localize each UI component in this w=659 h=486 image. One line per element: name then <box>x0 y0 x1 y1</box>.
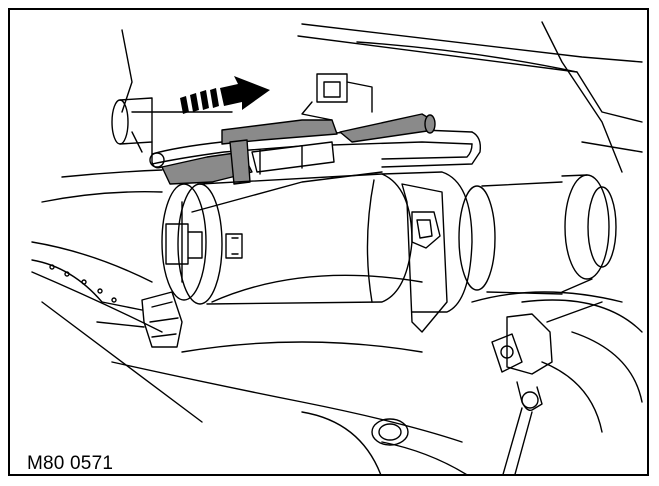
lower-bolt <box>371 418 409 446</box>
top-bracket <box>301 73 373 121</box>
hoses <box>161 113 436 185</box>
body-structure <box>31 21 643 474</box>
solenoid-body <box>366 171 563 333</box>
illustration-frame: M80 0571 <box>8 8 649 476</box>
figure-code: M80 0571 <box>24 453 117 474</box>
starter-motor <box>161 173 413 305</box>
right-cylinder <box>561 174 617 293</box>
arrow-right-icon <box>180 76 270 114</box>
left-post <box>111 97 233 169</box>
engine-bay-line-drawing <box>31 21 643 474</box>
hose-clamp <box>31 259 183 348</box>
electrical-connector <box>491 301 603 474</box>
